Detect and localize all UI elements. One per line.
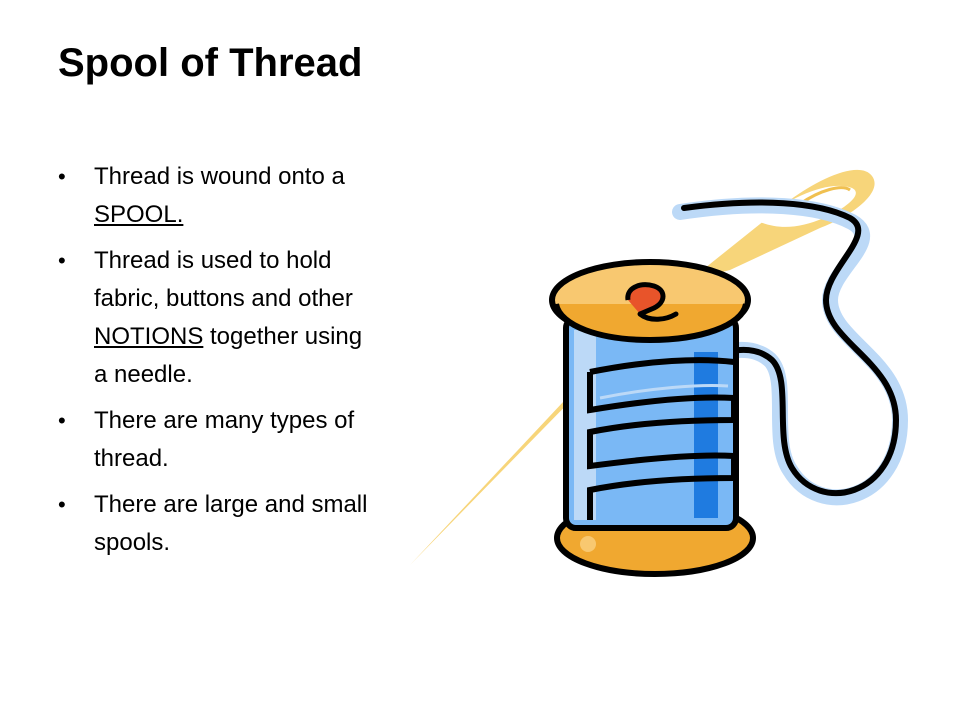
bullet-text: Thread is used to hold fabric, buttons a… bbox=[94, 247, 353, 312]
bullet-text: There are many types of thread. bbox=[94, 407, 355, 472]
bullet-text-end: together using a needle. bbox=[94, 323, 363, 388]
spool-illustration bbox=[410, 169, 909, 577]
bullet-text: There are large and small spools. bbox=[94, 491, 368, 556]
bullet-item: • Thread is wound onto a SPOOL. bbox=[58, 158, 378, 234]
bullet-item: • There are large and small spools. bbox=[58, 486, 378, 562]
thread-spool-icon bbox=[549, 259, 756, 577]
bullet-text: Thread is wound onto a bbox=[94, 163, 345, 190]
bullet-symbol: • bbox=[58, 248, 66, 273]
underlined-term: SPOOL. bbox=[94, 201, 184, 228]
underlined-term: NOTIONS bbox=[94, 323, 204, 350]
bullet-item: • Thread is used to hold fabric, buttons… bbox=[58, 242, 378, 394]
bullet-list: • Thread is wound onto a SPOOL. • Thread… bbox=[58, 158, 378, 570]
bullet-item: • There are many types of thread. bbox=[58, 402, 378, 478]
bullet-symbol: • bbox=[58, 408, 66, 433]
thread-icon bbox=[672, 197, 909, 506]
slide-title: Spool of Thread bbox=[58, 41, 363, 85]
bullet-symbol: • bbox=[58, 164, 66, 189]
bullet-symbol: • bbox=[58, 492, 66, 517]
